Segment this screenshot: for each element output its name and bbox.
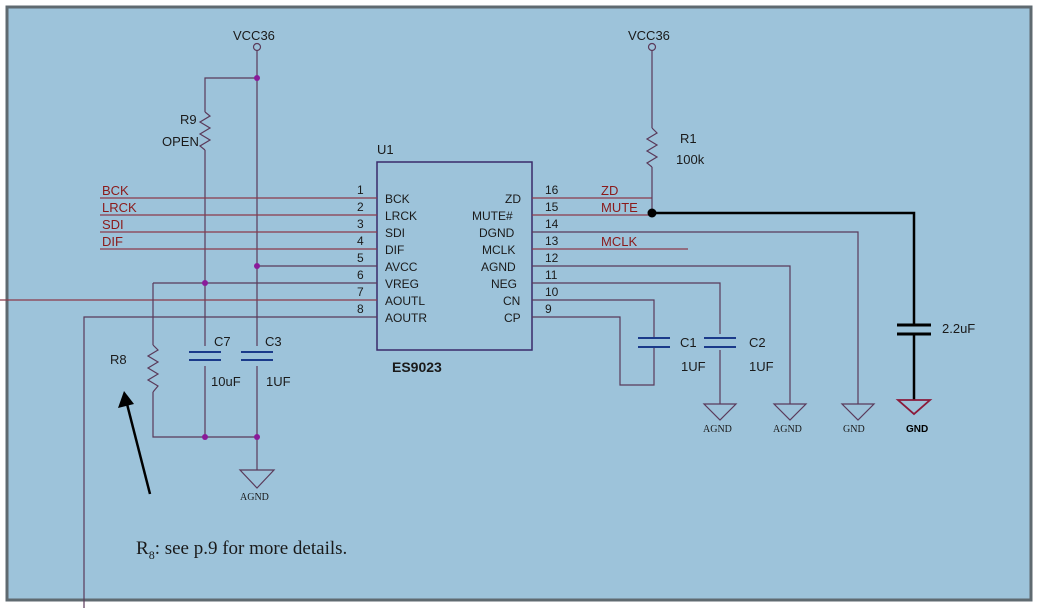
pin-13-num: 13	[545, 234, 559, 248]
pin-1-name: BCK	[385, 192, 410, 206]
pin-14-num: 14	[545, 217, 559, 231]
aoutr-wire	[83, 316, 377, 608]
ic-right-pins: 16 ZD 15 MUTE# 14 DGND 13 MCLK 12 AGND 1…	[472, 183, 559, 325]
pin-6-name: VREG	[385, 277, 419, 291]
cn-wire	[532, 299, 655, 338]
r8-bottom-wire	[152, 392, 257, 438]
agnd-pin12-wire	[532, 265, 791, 404]
ic-ref: U1	[377, 142, 394, 157]
mute-junction-dot	[647, 208, 657, 218]
es9023-ic-body	[376, 161, 533, 351]
gnd-mute-symbol	[895, 399, 933, 416]
annotation-arrowhead	[118, 391, 134, 408]
vcc36-left-terminal	[252, 42, 262, 52]
pin-15-num: 15	[545, 200, 559, 214]
net-bck: BCK	[102, 183, 129, 198]
pin-10-name: CN	[503, 294, 520, 308]
dgnd-wire	[532, 231, 859, 404]
cp-wire	[532, 316, 655, 386]
ic-left-pins: 1 BCK 2 LRCK 3 SDI 4 DIF 5 AVCC 6 VREG 7…	[357, 183, 427, 325]
vcc36-right-terminal	[647, 42, 657, 52]
junction-dot	[254, 434, 260, 440]
net-zd: ZD	[601, 183, 618, 198]
agnd-c2-symbol	[772, 403, 808, 421]
c3-capacitor	[241, 346, 273, 366]
c3-ref: C3	[265, 334, 282, 349]
agnd-c2-label: AGND	[773, 424, 802, 435]
gnd-mute-label: GND	[906, 424, 928, 435]
pin-7-num: 7	[357, 285, 364, 299]
agnd-c1-label: AGND	[703, 424, 732, 435]
junction-dot	[254, 263, 260, 269]
c2-ref: C2	[749, 335, 766, 350]
pin-12-num: 12	[545, 251, 559, 265]
r9-resistor	[198, 111, 212, 151]
net-sdi: SDI	[102, 217, 124, 232]
net-mute: MUTE	[601, 200, 638, 215]
net-dif: DIF	[102, 234, 123, 249]
pin-8-name: AOUTR	[385, 311, 427, 325]
pin-16-name: ZD	[505, 192, 521, 206]
junction-dot	[202, 434, 208, 440]
annotation-arrow	[124, 399, 152, 495]
pin-2-num: 2	[357, 200, 364, 214]
c7-ref: C7	[214, 334, 231, 349]
c1-ref: C1	[680, 335, 697, 350]
c3-value: 1UF	[266, 374, 291, 389]
c2-value: 1UF	[749, 359, 774, 374]
vcc36-right-label: VCC36	[628, 28, 670, 43]
agnd-c7c3-symbol	[238, 469, 276, 489]
agnd-c7c3-label: AGND	[240, 492, 269, 503]
pin-3-num: 3	[357, 217, 364, 231]
pin-13-name: MCLK	[482, 243, 515, 257]
net-lrck: LRCK	[102, 200, 137, 215]
junction-dot	[202, 280, 208, 286]
pin-10-num: 10	[545, 285, 559, 299]
r8-note: R8: see p.9 for more details.	[136, 538, 347, 562]
r9-top-wire	[204, 77, 257, 112]
pin-11-name: NEG	[491, 277, 517, 291]
junction-dot	[254, 75, 260, 81]
pin-4-name: DIF	[385, 243, 404, 257]
r9-ref: R9	[180, 112, 197, 127]
pin-15-name: MUTE#	[472, 209, 513, 223]
r8-ref: R8	[110, 352, 127, 367]
pin-5-name: AVCC	[385, 260, 418, 274]
r9-value: OPEN	[162, 134, 199, 149]
pin-2-name: LRCK	[385, 209, 417, 223]
pin-12-name: AGND	[481, 260, 516, 274]
pin-16-num: 16	[545, 183, 559, 197]
pin-8-num: 8	[357, 302, 364, 316]
c7-value: 10uF	[211, 374, 241, 389]
mute-cap-wire	[652, 211, 916, 325]
vcc36-left-label: VCC36	[233, 28, 275, 43]
pin-5-num: 5	[357, 251, 364, 265]
r8-resistor	[146, 344, 160, 393]
pin-3-name: SDI	[385, 226, 405, 240]
pin-9-num: 9	[545, 302, 552, 316]
mute-cap-value: 2.2uF	[942, 321, 975, 336]
pin-1-num: 1	[357, 183, 364, 197]
c2-capacitor	[704, 334, 736, 350]
net-mclk: MCLK	[601, 234, 637, 249]
gnd-dgnd-symbol	[840, 403, 876, 421]
c1-capacitor	[638, 337, 670, 348]
ic-part-number: ES9023	[392, 359, 442, 375]
pin-6-num: 6	[357, 268, 364, 282]
pin-14-name: DGND	[479, 226, 515, 240]
pin-4-num: 4	[357, 234, 364, 248]
pin-9-name: CP	[504, 311, 521, 325]
r1-value: 100k	[676, 152, 705, 167]
pin-7-name: AOUTL	[385, 294, 425, 308]
r1-resistor	[645, 127, 659, 168]
c7-capacitor	[189, 346, 221, 366]
c1-value: 1UF	[681, 359, 706, 374]
pin-11-num: 11	[545, 268, 558, 282]
agnd-c1-symbol	[702, 403, 738, 421]
r1-ref: R1	[680, 131, 697, 146]
schematic-background	[5, 5, 1033, 602]
gnd-dgnd-label: GND	[843, 424, 865, 435]
neg-wire	[532, 282, 721, 404]
